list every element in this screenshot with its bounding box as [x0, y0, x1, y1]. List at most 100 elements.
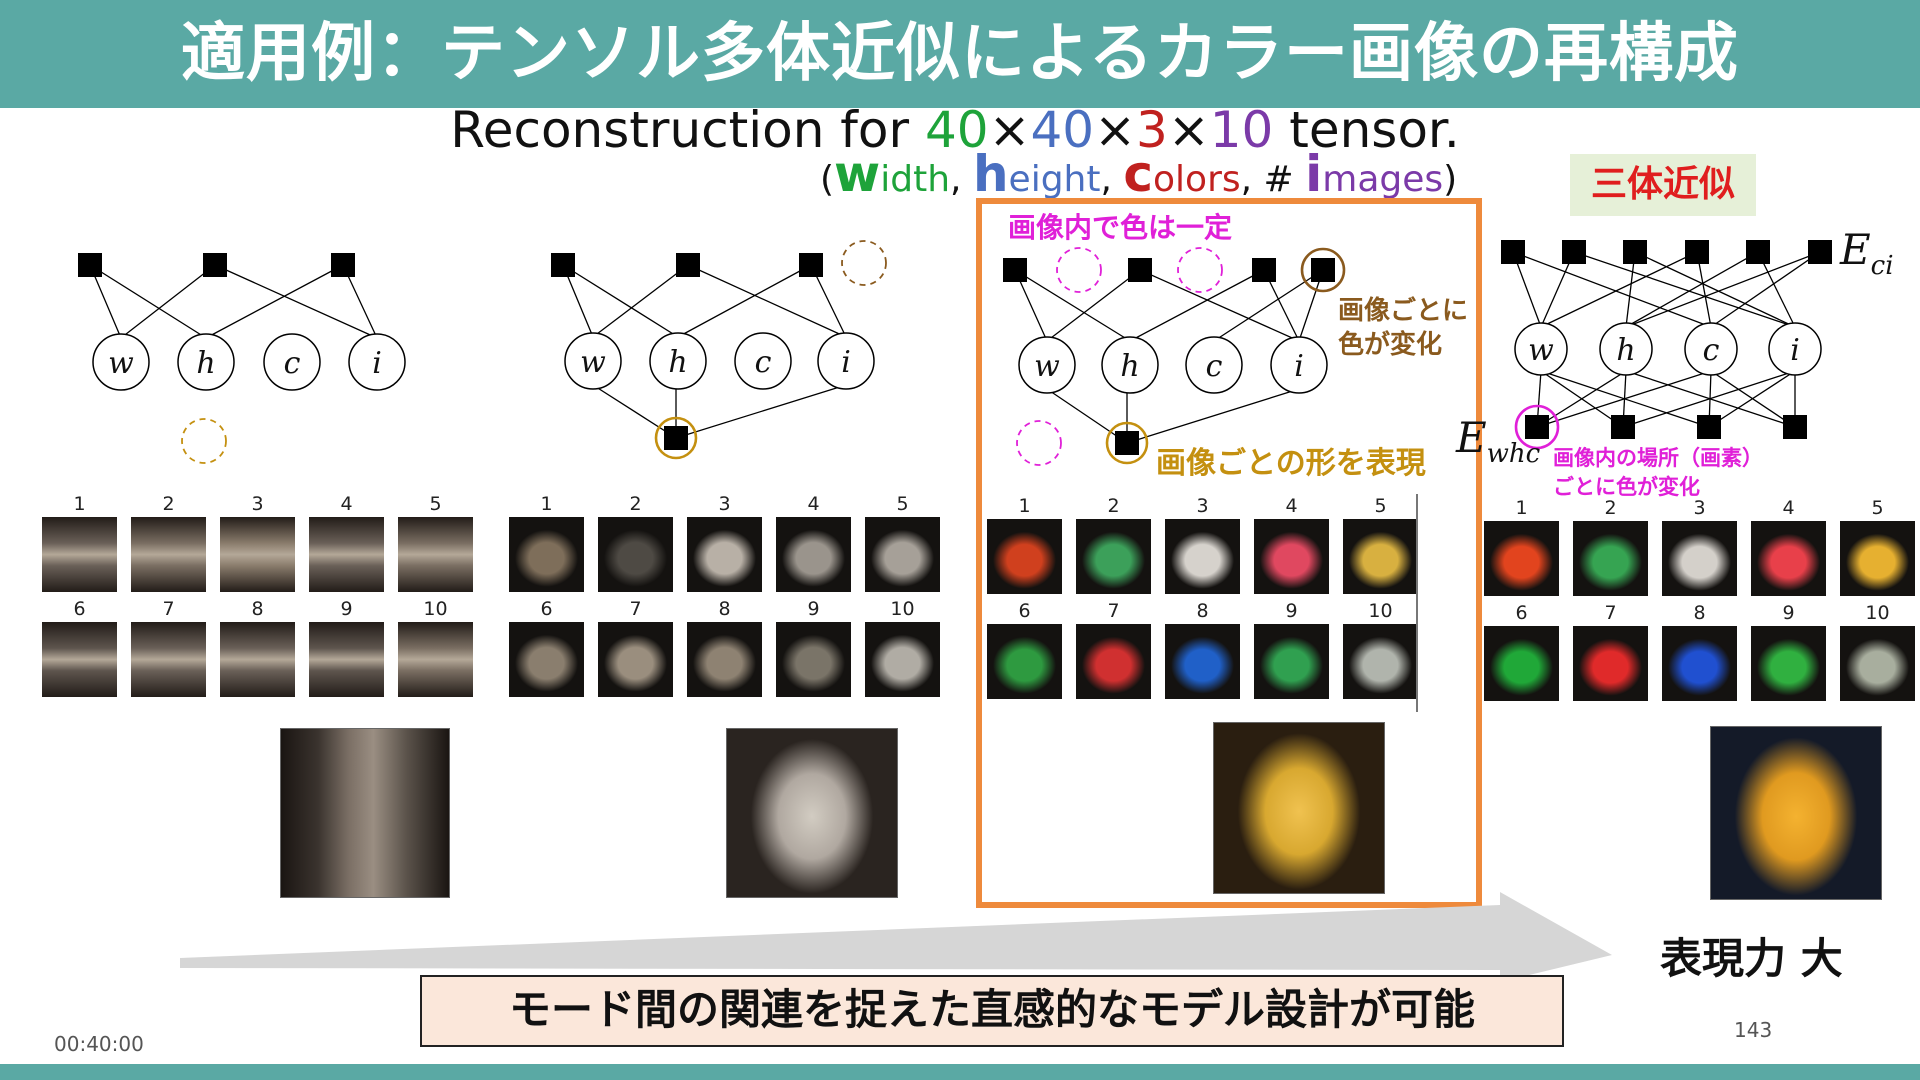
thumbnail-number: 5: [1840, 497, 1915, 519]
thumbnail-number: 3: [1165, 495, 1240, 517]
thumbnail: 5: [1840, 497, 1915, 602]
thumbnail: 6: [987, 600, 1062, 705]
thumbnail: 8: [1662, 602, 1737, 707]
thumbnail-image: [598, 622, 673, 697]
factor-node: [1128, 258, 1152, 282]
thumbnail-image: [131, 622, 206, 697]
factor-node: [551, 253, 575, 277]
thumbnail-image: [1076, 624, 1151, 699]
thumbnail: 1: [509, 493, 584, 598]
factor-node: [1562, 240, 1586, 264]
note-pixel-color-1: 画像内の場所（画素）: [1553, 442, 1763, 472]
timestamp: 00:40:00: [54, 1032, 144, 1056]
thumbnail: 3: [687, 493, 762, 598]
thumbnail: 6: [1484, 602, 1559, 707]
thumbnail-number: 1: [42, 493, 117, 515]
thumbnail-number: 9: [1254, 600, 1329, 622]
thumbnail-number: 4: [1751, 497, 1826, 519]
thumbnail-number: 10: [398, 598, 473, 620]
thumbnail: 6: [42, 598, 117, 703]
factor-node: [1623, 240, 1647, 264]
thumbnail-image: [131, 517, 206, 592]
variable-label-w: w: [580, 345, 606, 380]
factor-node: [1697, 415, 1721, 439]
reconstruction-preview-3: [1213, 722, 1385, 894]
thumbnail-image: [776, 622, 851, 697]
factor-node: [799, 253, 823, 277]
thumbnail-image: [509, 622, 584, 697]
thumbnail-number: 6: [1484, 602, 1559, 624]
thumbnail-image: [987, 624, 1062, 699]
thumbnail: 3: [1165, 495, 1240, 600]
thumbnail: 7: [598, 598, 673, 703]
thumbnail: 2: [131, 493, 206, 598]
thumbnail: 4: [1751, 497, 1826, 602]
factor-node: [1808, 240, 1832, 264]
thumbnail-number: 1: [1484, 497, 1559, 519]
factor-node: [1746, 240, 1770, 264]
thumbnail: 10: [1343, 600, 1418, 705]
note-color-per-image-1: 画像ごとに: [1338, 290, 1468, 327]
thumbnail-number: 8: [1662, 602, 1737, 624]
thumbnail-image: [865, 622, 940, 697]
absent-factor-circle: [1057, 248, 1101, 292]
thumbnail: 9: [1254, 600, 1329, 705]
thumbnail-image: [598, 517, 673, 592]
reconstruction-preview-1: [280, 728, 450, 898]
thumbnail-image: [398, 622, 473, 697]
thumbnail-image: [1165, 519, 1240, 594]
thumbnail-number: 8: [687, 598, 762, 620]
thumbnail: 9: [309, 598, 384, 703]
thumbnail: 1: [987, 495, 1062, 600]
thumbnail: 10: [398, 598, 473, 703]
factor-node: [203, 253, 227, 277]
thumbnail-image: [1254, 519, 1329, 594]
thumbnail-number: 2: [598, 493, 673, 515]
thumbnail-number: 7: [598, 598, 673, 620]
thumbnail-number: 10: [865, 598, 940, 620]
thumbnail-number: 10: [1840, 602, 1915, 624]
thumbs-panel-4: 12345678910: [1484, 497, 1915, 707]
thumbnail: 5: [1343, 495, 1418, 600]
variable-label-w: w: [1528, 333, 1554, 368]
thumbnail-image: [42, 517, 117, 592]
variable-label-h: h: [1616, 333, 1635, 368]
thumbnail: 2: [1076, 495, 1151, 600]
thumbnail-number: 2: [1076, 495, 1151, 517]
thumbnail-image: [1573, 521, 1648, 596]
factor-node: [676, 253, 700, 277]
factor-node: [1525, 415, 1549, 439]
variable-label-h: h: [1120, 349, 1139, 384]
thumbnail: 8: [1165, 600, 1240, 705]
variable-label-i: i: [372, 346, 382, 381]
thumbnail-number: 1: [987, 495, 1062, 517]
thumbnail-image: [309, 622, 384, 697]
thumbnail: 10: [865, 598, 940, 703]
thumbnail-image: [1840, 521, 1915, 596]
variable-label-w: w: [108, 346, 134, 381]
thumbnail: 5: [865, 493, 940, 598]
thumbnail: 2: [598, 493, 673, 598]
e-ci-label: Eci: [1839, 225, 1894, 281]
thumbnail-image: [1165, 624, 1240, 699]
thumbnail-number: 3: [1662, 497, 1737, 519]
factor-node: [1783, 415, 1807, 439]
expressiveness-arrow: [180, 892, 1612, 982]
variable-label-c: c: [1206, 349, 1223, 384]
variable-label-c: c: [284, 346, 301, 381]
thumbnail: 5: [398, 493, 473, 598]
thumbnail-image: [1573, 626, 1648, 701]
thumbnail-number: 7: [1076, 600, 1151, 622]
thumbnail-image: [1343, 624, 1418, 699]
thumbnail-number: 5: [865, 493, 940, 515]
thumbnail-number: 1: [509, 493, 584, 515]
thumbnail-number: 8: [220, 598, 295, 620]
thumbnail-number: 5: [1343, 495, 1418, 517]
thumbnail-number: 9: [776, 598, 851, 620]
factor-node: [78, 253, 102, 277]
note-color-per-image-2: 色が変化: [1338, 324, 1442, 361]
thumbnail-number: 4: [776, 493, 851, 515]
absent-factor-circle: [182, 419, 226, 463]
thumbnail: 8: [220, 598, 295, 703]
